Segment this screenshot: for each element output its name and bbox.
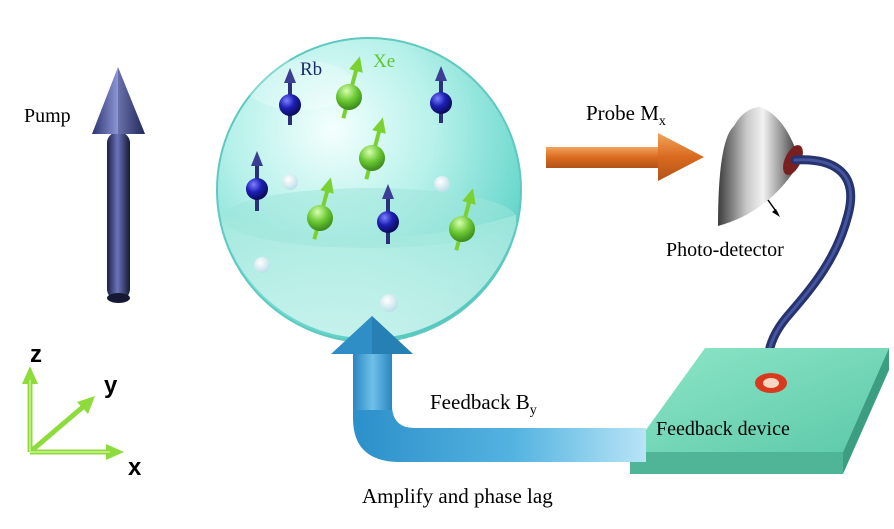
bubble [254, 257, 270, 273]
rb-label: Rb [300, 59, 322, 80]
xe-atom [307, 177, 334, 240]
bubbles [254, 174, 450, 312]
bubble [282, 174, 298, 190]
probe-label: Probe Mx [586, 101, 666, 129]
bubble [380, 294, 398, 312]
xe-atom [336, 56, 363, 119]
bubble [434, 176, 450, 192]
vapor-cell [216, 37, 522, 343]
amplify-label: Amplify and phase lag [362, 484, 553, 508]
rb-atom [279, 68, 301, 125]
rb-atom [377, 184, 399, 244]
pump-arrow [92, 67, 145, 303]
xe-label: Xe [373, 51, 395, 72]
axis-y-label: y [104, 372, 118, 399]
feedback-device-label: Feedback device [656, 418, 790, 440]
rb-atom [246, 151, 268, 211]
probe-arrow [546, 133, 704, 181]
xe-atom [359, 117, 386, 180]
axis-x-label: x [128, 454, 142, 481]
rb-atom [430, 66, 452, 123]
feedback-arrow [331, 316, 646, 462]
coordinate-axes [22, 366, 124, 460]
xe-atom [449, 188, 476, 251]
pump-label: Pump [24, 105, 71, 127]
photodetector-label: Photo-detector [666, 239, 784, 261]
feedback-device [630, 348, 889, 474]
axis-z-label: z [30, 341, 42, 368]
photodetector [718, 107, 856, 387]
feedback-label: Feedback By [430, 390, 537, 418]
